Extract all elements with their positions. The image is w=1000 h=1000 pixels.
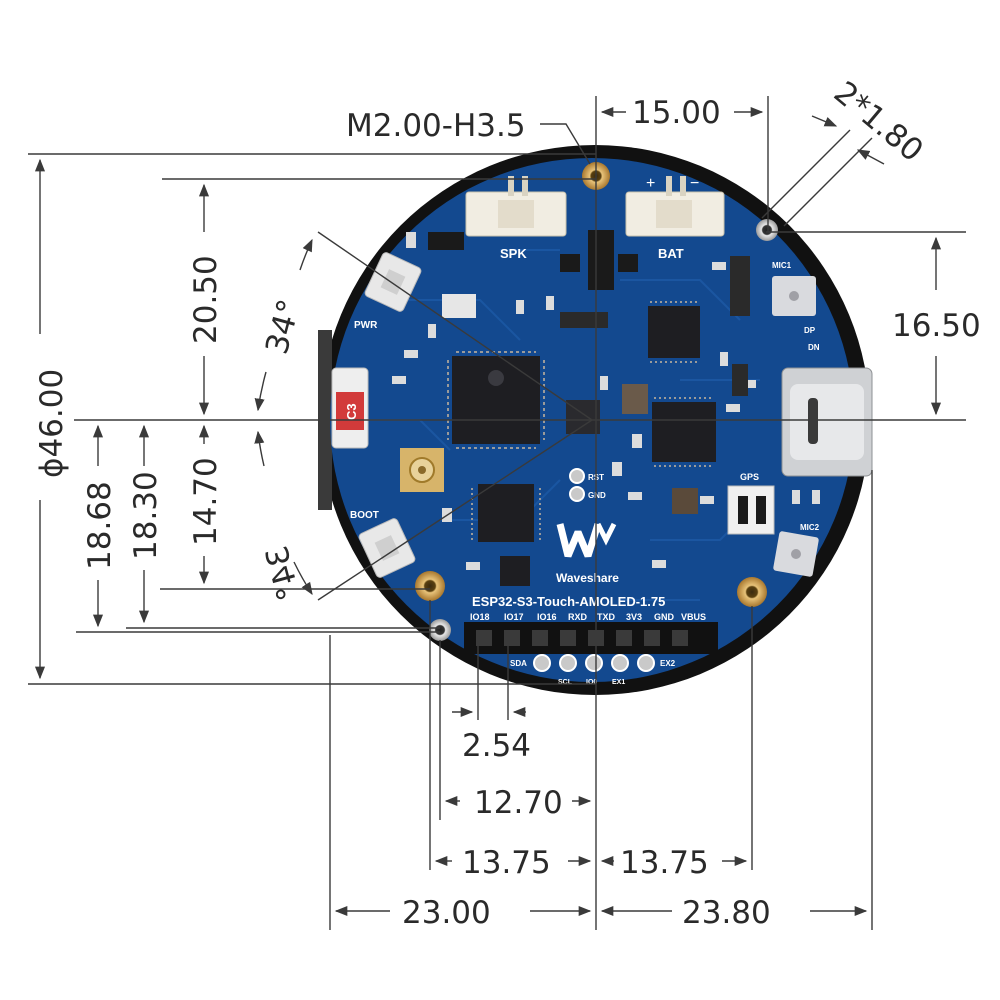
ex1-label: EX1 bbox=[612, 679, 625, 686]
bat-label: BAT bbox=[658, 246, 684, 261]
pin-label: IO16 bbox=[537, 612, 557, 622]
svg-text:−: − bbox=[690, 175, 699, 192]
antenna-connector bbox=[400, 448, 444, 492]
scl-label: SCL bbox=[558, 679, 573, 686]
pin-label: IO18 bbox=[470, 612, 490, 622]
dim-width-right: 23.80 bbox=[682, 895, 771, 931]
dim-pitch: 2.54 bbox=[462, 728, 531, 764]
spk-label: SPK bbox=[500, 246, 527, 261]
board-name: ESP32-S3-Touch-AMOLED-1.75 bbox=[472, 594, 665, 609]
dim-hole-left: 13.75 bbox=[462, 845, 551, 881]
dn-label: DN bbox=[808, 343, 820, 352]
dim-left-h2: 18.30 bbox=[128, 471, 164, 560]
dim-hole-dia: 2*1.80 bbox=[827, 75, 930, 170]
dim-header-span: 12.70 bbox=[474, 785, 563, 821]
dim-width-left: 23.00 bbox=[402, 895, 491, 931]
mic2-label: MIC2 bbox=[800, 523, 820, 532]
pin-label: RXD bbox=[568, 612, 588, 622]
c3-battery: C3 bbox=[331, 367, 369, 449]
waveshare-logo bbox=[556, 522, 617, 558]
dim-lower-height: 14.70 bbox=[188, 457, 224, 546]
ex-pads bbox=[533, 654, 655, 672]
right-chip-top bbox=[648, 301, 700, 363]
mount-hole-left bbox=[415, 571, 445, 601]
pin-header bbox=[464, 622, 718, 654]
dim-left-h1: 18.68 bbox=[82, 481, 118, 570]
gnd-pad-label: GND bbox=[588, 491, 606, 500]
io0-label: IO0 bbox=[586, 679, 597, 686]
mount-hole-right bbox=[737, 577, 767, 607]
mic1-label: MIC1 bbox=[772, 261, 792, 270]
boot-button bbox=[358, 518, 416, 578]
pin-label: VBUS bbox=[681, 612, 706, 622]
dim-hole-right: 13.75 bbox=[620, 845, 709, 881]
lower-chip bbox=[471, 484, 541, 542]
dp-label: DP bbox=[804, 326, 816, 335]
small-chip bbox=[560, 254, 580, 272]
small-chip bbox=[618, 254, 638, 272]
boot-label: BOOT bbox=[350, 510, 379, 521]
usb-c-port bbox=[781, 367, 873, 477]
rst-pad bbox=[569, 468, 585, 484]
pwr-label: PWR bbox=[354, 320, 378, 331]
dim-right-height: 16.50 bbox=[892, 308, 981, 344]
pcb-traces bbox=[360, 249, 761, 601]
esp32-chip bbox=[447, 351, 545, 449]
pwr-button bbox=[364, 252, 422, 312]
gps-label: GPS bbox=[740, 472, 759, 482]
brand-label: Waveshare bbox=[556, 571, 619, 585]
c3-mark: C3 bbox=[344, 403, 359, 420]
ex2-label: EX2 bbox=[660, 659, 676, 668]
dim-top-offset: 15.00 bbox=[632, 95, 721, 131]
small-hole-right bbox=[756, 219, 778, 241]
pcb-board: SPK + − BAT PWR bbox=[318, 96, 873, 700]
gnd-pad bbox=[569, 486, 585, 502]
pin-label: 3V3 bbox=[626, 612, 642, 622]
svg-text:+: + bbox=[646, 175, 655, 192]
dim-diameter: ϕ46.00 bbox=[34, 369, 70, 478]
spk-connector bbox=[465, 176, 567, 237]
small-chip bbox=[428, 232, 464, 250]
small-chip bbox=[588, 230, 614, 290]
dim-mount-hole: M2.00-H3.5 bbox=[346, 108, 526, 144]
dim-angle-top: 34° bbox=[259, 296, 308, 358]
small-chip bbox=[500, 556, 530, 586]
bat-connector: + − bbox=[625, 175, 725, 237]
right-chip-mid bbox=[652, 397, 716, 467]
dim-angle-bottom: 34° bbox=[259, 542, 308, 604]
pin-labels: IO18 IO17 IO16 RXD TXD 3V3 GND VBUS bbox=[470, 612, 706, 622]
dimension-lines bbox=[28, 96, 966, 930]
pin-label: IO17 bbox=[504, 612, 524, 622]
dim-upper-height: 20.50 bbox=[188, 255, 224, 344]
gps-module bbox=[727, 485, 775, 535]
pin-label: TXD bbox=[597, 612, 616, 622]
sda-label: SDA bbox=[510, 659, 527, 668]
center-chip-2 bbox=[622, 384, 648, 414]
small-hole-left bbox=[429, 619, 451, 641]
pin-label: GND bbox=[654, 612, 675, 622]
